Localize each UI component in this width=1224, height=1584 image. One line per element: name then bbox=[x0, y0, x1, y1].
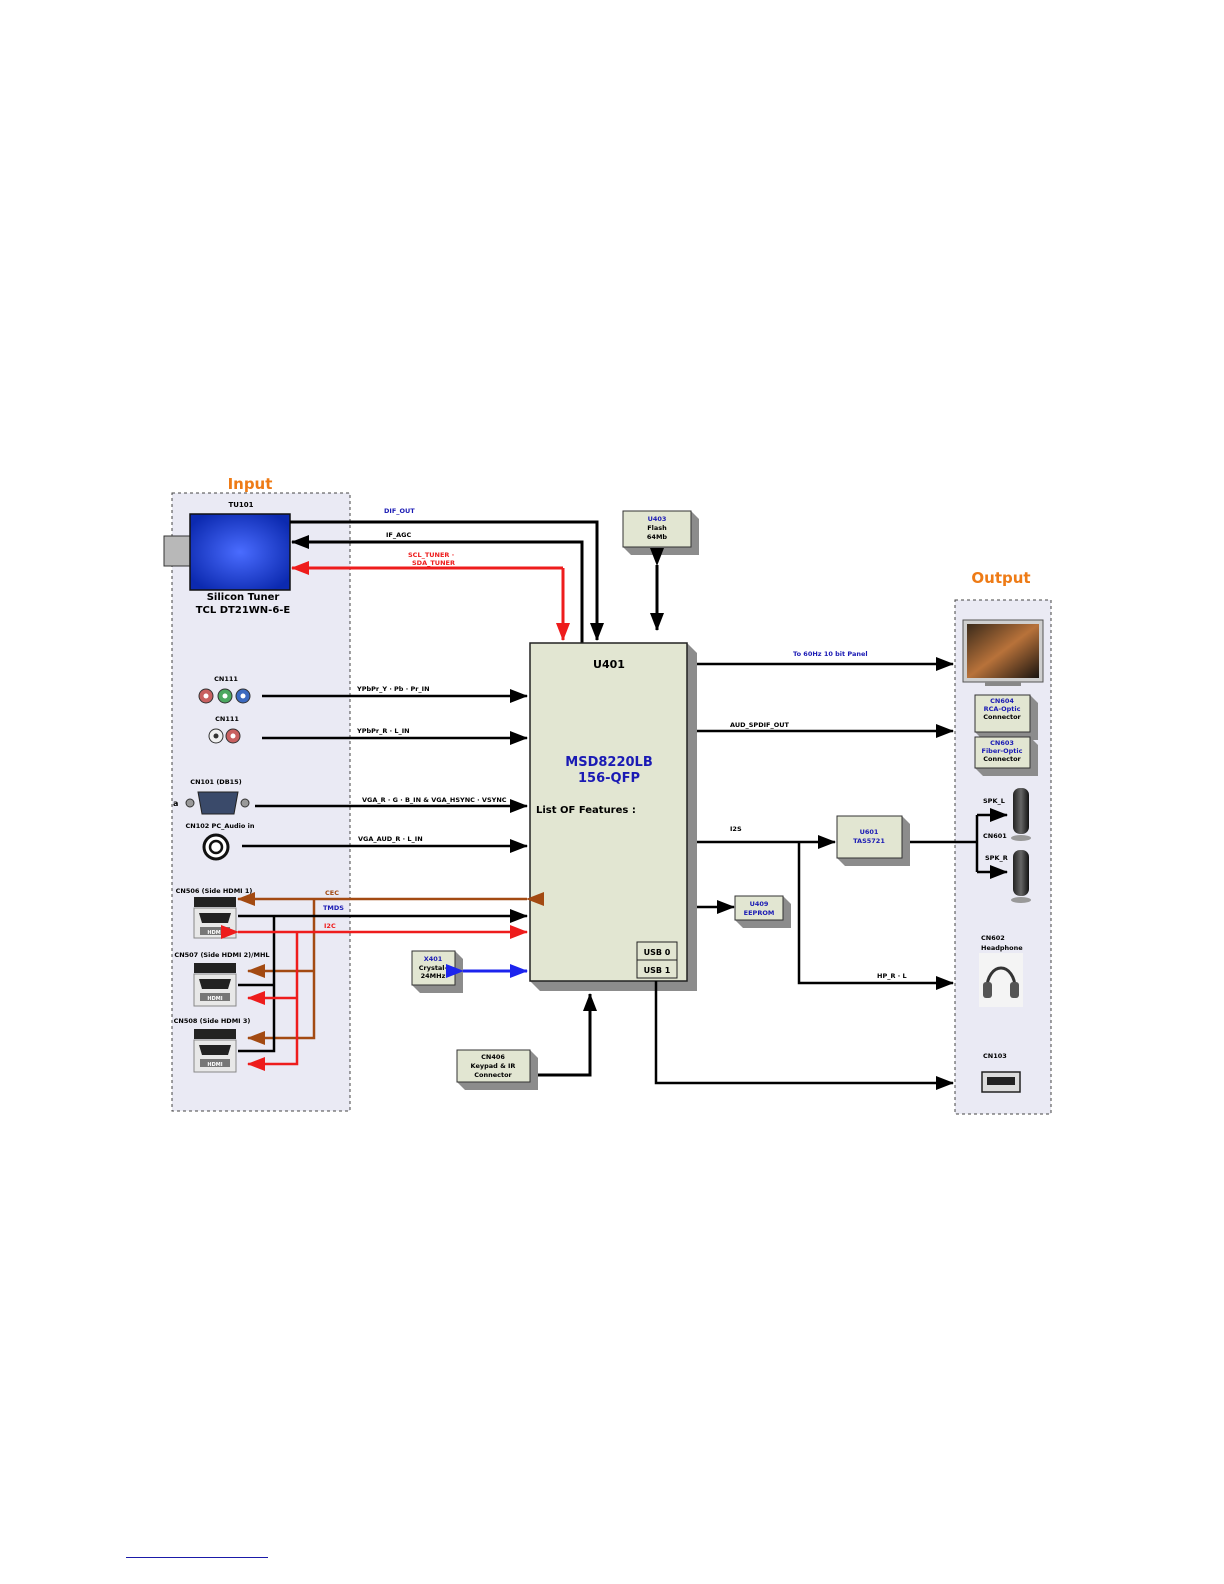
cn604-desc2: Connector bbox=[983, 713, 1021, 721]
dif-out-label: DIF_OUT bbox=[384, 507, 415, 515]
hdmi-logo: HDMI bbox=[207, 1062, 222, 1068]
tuner-name: Silicon Tuner bbox=[207, 592, 280, 603]
i2c-label: I2C bbox=[324, 922, 336, 930]
main-chip-ref: U401 bbox=[593, 658, 625, 671]
flash-size: 64Mb bbox=[647, 533, 668, 541]
cn101-label: CN101 (DB15) bbox=[190, 778, 241, 786]
hdmi-port-icon bbox=[199, 979, 231, 989]
cn602-desc: Headphone bbox=[981, 944, 1023, 952]
main-chip-package: 156-QFP bbox=[578, 771, 640, 786]
hdmi-buses: CEC TMDS I2C bbox=[221, 889, 544, 1071]
crystal-freq: 24MHz bbox=[421, 972, 446, 980]
crystal-ref: X401 bbox=[424, 955, 443, 963]
flash-block: U403 Flash 64Mb bbox=[622, 510, 699, 631]
speaker-right-icon bbox=[1013, 850, 1029, 896]
cn102-audio: CN102 PC_Audio in VGA_AUD_R · L_IN bbox=[186, 822, 528, 861]
keypad-desc2: Connector bbox=[474, 1071, 512, 1079]
ypbpr-audio-label: YPbPr_R · L_IN bbox=[356, 727, 410, 735]
input-title: Input bbox=[228, 475, 273, 493]
panel-signal-label: To 60Hz 10 bit Panel bbox=[793, 650, 868, 658]
cn111-component: CN111 YPbPr_Y · Pb · Pr_IN bbox=[198, 675, 528, 704]
spk-r-label: SPK_R bbox=[985, 854, 1008, 862]
cn602-headphone: CN602 Headphone bbox=[979, 934, 1023, 1007]
sda-tuner-label: SDA_TUNER bbox=[412, 559, 455, 567]
tuner-block: TU101 Silicon Tuner TCL DT21WN-6-E bbox=[163, 501, 291, 616]
tuner-model: TCL DT21WN-6-E bbox=[196, 605, 291, 616]
cn111-a-label: CN111 bbox=[214, 675, 238, 683]
hdmi-logo: HDMI bbox=[207, 996, 222, 1002]
cn508-hdmi: CN508 (Side HDMI 3) HDMI bbox=[174, 1017, 251, 1073]
flash-ref: U403 bbox=[648, 515, 667, 523]
cn103-label: CN103 bbox=[983, 1052, 1007, 1060]
hp-label: HP_R · L bbox=[877, 972, 907, 980]
tv-panel bbox=[962, 619, 1044, 686]
ypbpr-label: YPbPr_Y · Pb · Pr_IN bbox=[356, 685, 430, 693]
main-chip: U401 MSD8220LB 156-QFP List OF Features … bbox=[529, 642, 697, 991]
vga-signal-label: VGA_R · G · B_IN & VGA_HSYNC · VSYNC bbox=[362, 796, 507, 804]
cn103-usb: CN103 bbox=[981, 1052, 1021, 1093]
cn603-desc2: Connector bbox=[983, 755, 1021, 763]
eeprom-desc: EEPROM bbox=[744, 909, 775, 917]
cn604-ref: CN604 bbox=[990, 697, 1014, 705]
amp-desc: TAS5721 bbox=[853, 837, 885, 845]
cn601-label: CN601 bbox=[983, 832, 1007, 840]
flash-desc: Flash bbox=[647, 524, 667, 532]
cn111-b-label: CN111 bbox=[215, 715, 239, 723]
vga-audio-label: VGA_AUD_R · L_IN bbox=[358, 835, 423, 843]
cn604-block: CN604 RCA-Optic Connector bbox=[974, 694, 1038, 740]
amp-block: U601 TAS5721 bbox=[836, 815, 910, 866]
eeprom-ref: U409 bbox=[750, 900, 769, 908]
output-signals: To 60Hz 10 bit Panel AUD_SPDIF_OUT I2S H… bbox=[654, 650, 1008, 1090]
spdif-label: AUD_SPDIF_OUT bbox=[730, 721, 790, 729]
hdmi-port-icon bbox=[199, 913, 231, 923]
vga-connector-icon bbox=[197, 791, 239, 815]
cn101-prefix: a bbox=[173, 799, 178, 808]
i2s-label: I2S bbox=[730, 825, 742, 833]
speakers: SPK_L CN601 SPK_R bbox=[983, 788, 1031, 903]
keypad-desc: Keypad & IR bbox=[471, 1062, 516, 1070]
usb1-label: USB 1 bbox=[644, 966, 671, 975]
cec-label: CEC bbox=[325, 889, 339, 897]
cn603-ref: CN603 bbox=[990, 739, 1014, 747]
cn111-audio: CN111 YPbPr_R · L_IN bbox=[208, 715, 528, 745]
main-chip-name: MSD8220LB bbox=[565, 755, 652, 770]
spk-l-label: SPK_L bbox=[983, 797, 1005, 805]
keypad-ref: CN406 bbox=[481, 1053, 505, 1061]
scl-tuner-label: SCL_TUNER · bbox=[408, 551, 454, 559]
cn507-hdmi: CN507 (Side HDMI 2)/MHL HDMI bbox=[174, 951, 270, 1007]
cn508-label: CN508 (Side HDMI 3) bbox=[174, 1017, 251, 1025]
features-label: List OF Features : bbox=[536, 805, 636, 816]
cn507-label: CN507 (Side HDMI 2)/MHL bbox=[174, 951, 269, 959]
footnote-rule bbox=[126, 1557, 268, 1558]
cn604-desc: RCA-Optic bbox=[984, 705, 1021, 713]
tmds-label: TMDS bbox=[323, 904, 344, 912]
cn101-vga: CN101 (DB15) a VGA_R · G · B_IN & VGA_HS… bbox=[173, 778, 528, 815]
cn602-ref: CN602 bbox=[981, 934, 1005, 942]
tuner-icon bbox=[189, 513, 291, 591]
cn102-label: CN102 PC_Audio in bbox=[186, 822, 255, 830]
cn603-desc: Fiber-Optic bbox=[982, 747, 1023, 755]
crystal-block: X401 Crystal- 24MHz bbox=[411, 950, 528, 993]
if-agc-label: IF_AGC bbox=[386, 531, 411, 539]
tuner-signals: DIF_OUT IF_AGC SCL_TUNER · SDA_TUNER bbox=[290, 507, 604, 645]
amp-ref: U601 bbox=[860, 828, 879, 836]
cn506-label: CN506 (Side HDMI 1) bbox=[176, 887, 253, 895]
output-title: Output bbox=[971, 569, 1030, 587]
cn603-block: CN603 Fiber-Optic Connector bbox=[974, 736, 1038, 776]
tuner-ref: TU101 bbox=[228, 501, 253, 509]
crystal-desc: Crystal- bbox=[419, 964, 448, 972]
usb0-label: USB 0 bbox=[644, 948, 671, 957]
keypad-block: CN406 Keypad & IR Connector bbox=[456, 993, 597, 1090]
eeprom-block: U409 EEPROM bbox=[734, 895, 791, 928]
headphone-icon bbox=[985, 966, 1017, 989]
hdmi-logo: HDMI bbox=[207, 930, 222, 936]
speaker-left-icon bbox=[1013, 788, 1029, 834]
hdmi-port-icon bbox=[199, 1045, 231, 1055]
